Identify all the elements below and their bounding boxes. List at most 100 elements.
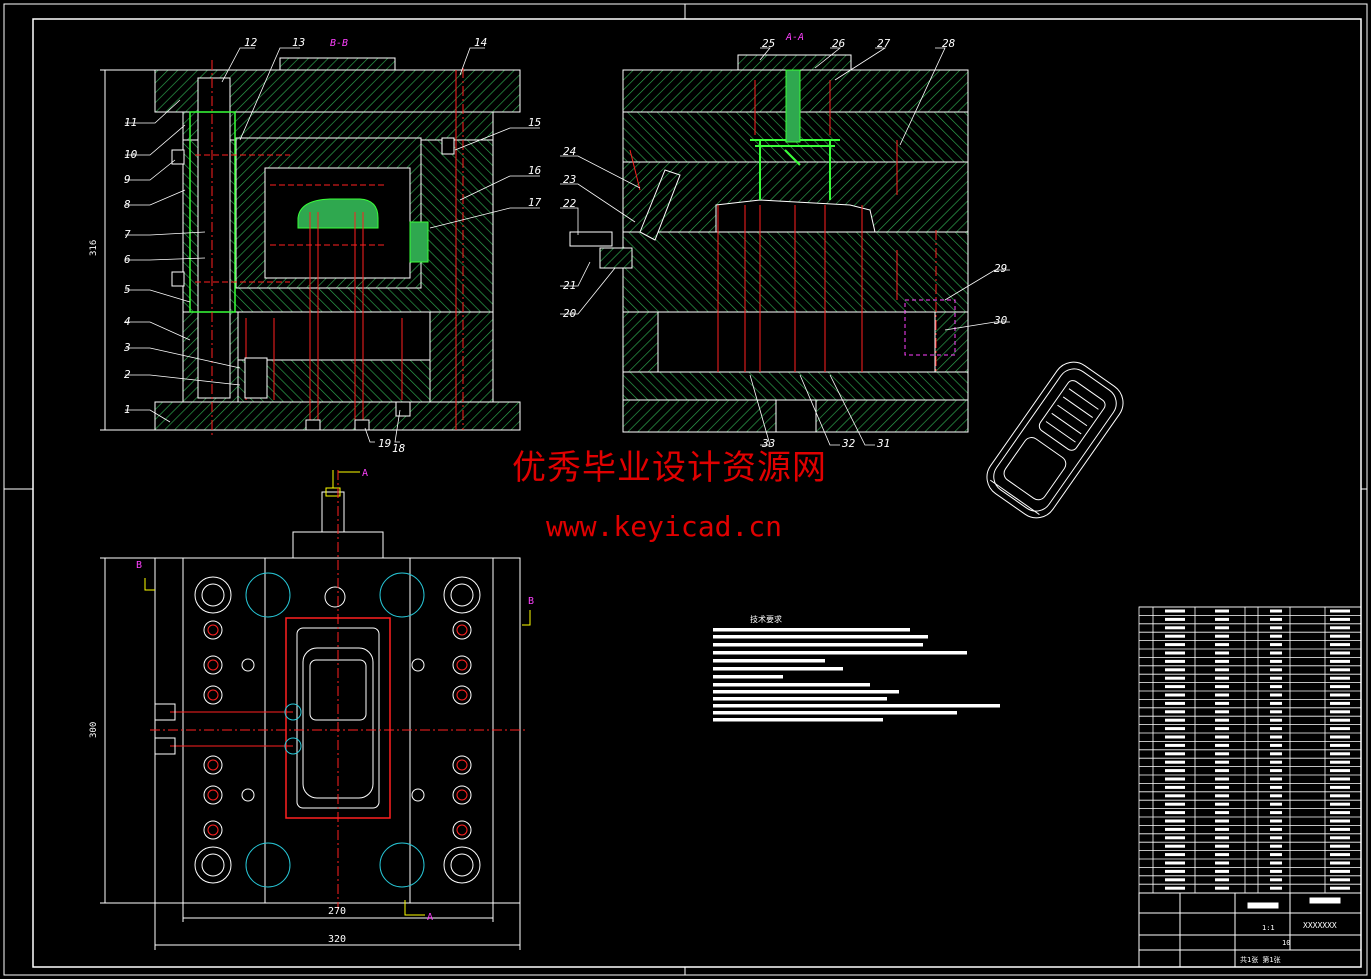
bom-cell-note (1330, 701, 1350, 705)
tech-requirement-line (713, 683, 870, 687)
bom-cell-material (1270, 626, 1282, 630)
bom-cell-note (1330, 685, 1350, 689)
bom-cell-material (1270, 727, 1282, 731)
bom-cell-note (1330, 651, 1350, 655)
bom-cell-material (1270, 693, 1282, 697)
right-balloon-group: 24 23 22 21 20 25 26 27 28 29 30 33 32 3… (563, 37, 1008, 450)
bom-cell-material (1270, 844, 1282, 848)
balloon-11: 11 (124, 116, 137, 129)
screw-hole-center (456, 689, 468, 701)
bom-cell-material (1270, 676, 1282, 680)
bom-cell-code (1165, 718, 1185, 722)
bom-cell-note (1330, 886, 1350, 890)
bom-cell-code (1165, 735, 1185, 739)
screw-hole-center (456, 824, 468, 836)
tech-requirement-line (713, 643, 923, 647)
bom-cell-code (1165, 844, 1185, 848)
bom-cell-code (1165, 693, 1185, 697)
bom-cell-code (1165, 777, 1185, 781)
tech-requirement-line (713, 697, 887, 701)
screw-hole (452, 820, 472, 840)
bom-cell-code (1165, 827, 1185, 831)
balloon-2: 2 (124, 368, 131, 381)
bom-cell-code (1165, 769, 1185, 773)
bom-cell-code (1165, 626, 1185, 630)
bom-cell-code (1165, 668, 1185, 672)
title-block-sheet-no: 10 (1282, 939, 1290, 947)
screw-hole-center (207, 789, 219, 801)
dimension-width-inner-text: 270 (328, 906, 346, 917)
tech-requirement-line (713, 690, 899, 694)
guide-pillar-hole-inner (450, 853, 474, 877)
bom-cell-name (1215, 827, 1229, 831)
screw-hole (452, 755, 472, 775)
bom-cell-code (1165, 659, 1185, 663)
ejector-hole (411, 658, 425, 672)
guide-pillar-hole (194, 576, 232, 614)
bom-cell-name (1215, 693, 1229, 697)
balloon-25: 25 (762, 37, 775, 50)
bom-cell-name (1215, 886, 1229, 890)
section-label-right: A-A (785, 32, 804, 43)
bom-cell-name (1215, 777, 1229, 781)
bom-cell-code (1165, 710, 1185, 714)
balloon-24: 24 (563, 145, 576, 158)
bom-cell-note (1330, 718, 1350, 722)
screw-hole (452, 685, 472, 705)
bom-cell-name (1215, 626, 1229, 630)
bom-cell-note (1330, 634, 1350, 638)
tech-requirement-line (713, 635, 928, 639)
watermark-url: www.keyicad.cn (546, 510, 783, 543)
bom-cell-code (1165, 617, 1185, 621)
balloon-33: 33 (761, 437, 775, 450)
balloon-7: 7 (124, 228, 131, 241)
bom-cell-code (1165, 685, 1185, 689)
bom-cell-note (1330, 827, 1350, 831)
bom-cell-note (1330, 878, 1350, 882)
bom-cell-note (1330, 853, 1350, 857)
bom-cell-code (1165, 819, 1185, 823)
tech-requirement-line (713, 711, 957, 715)
section-view-bb (154, 57, 521, 435)
title-block-sheet-text: 共1张 第1张 (1240, 955, 1281, 964)
guide-pillar-hole (443, 576, 481, 614)
bom-cell-material (1270, 735, 1282, 739)
bom-cell-code (1165, 886, 1185, 890)
bom-cell-code (1165, 785, 1185, 789)
bom-cell-note (1330, 861, 1350, 865)
plan-dimensions (100, 557, 521, 950)
bom-cell-code (1165, 794, 1185, 798)
bom-cell-material (1270, 802, 1282, 806)
bom-cell-name (1215, 634, 1229, 638)
bom-cell-name (1215, 659, 1229, 663)
bom-cell-code (1165, 869, 1185, 873)
bom-cell-name (1215, 752, 1229, 756)
balloon-26: 26 (832, 37, 846, 50)
bom-cell-code (1165, 634, 1185, 638)
bom-cell-material (1270, 643, 1282, 647)
bom-cell-name (1215, 609, 1229, 613)
screw-hole (452, 655, 472, 675)
bom-cell-code (1165, 802, 1185, 806)
bom-cell-name (1215, 676, 1229, 680)
bom-cell-code (1165, 743, 1185, 747)
bom-cell-material (1270, 609, 1282, 613)
bom-cell-name (1215, 617, 1229, 621)
guide-pillar-hole (194, 846, 232, 884)
screw-hole-center (456, 759, 468, 771)
bom-cell-note (1330, 617, 1350, 621)
screw-hole-center (207, 824, 219, 836)
balloon-1: 1 (124, 403, 131, 416)
cut-markers (144, 578, 531, 916)
balloon-20: 20 (563, 307, 577, 320)
bom-cell-note (1330, 802, 1350, 806)
bom-cell-name (1215, 743, 1229, 747)
bom-cell-material (1270, 701, 1282, 705)
balloon-22: 22 (563, 197, 577, 210)
screw-hole-center (207, 659, 219, 671)
bom-cell-material (1270, 685, 1282, 689)
bom-cell-material (1270, 668, 1282, 672)
bom-cell-note (1330, 794, 1350, 798)
balloon-15: 15 (528, 116, 541, 129)
